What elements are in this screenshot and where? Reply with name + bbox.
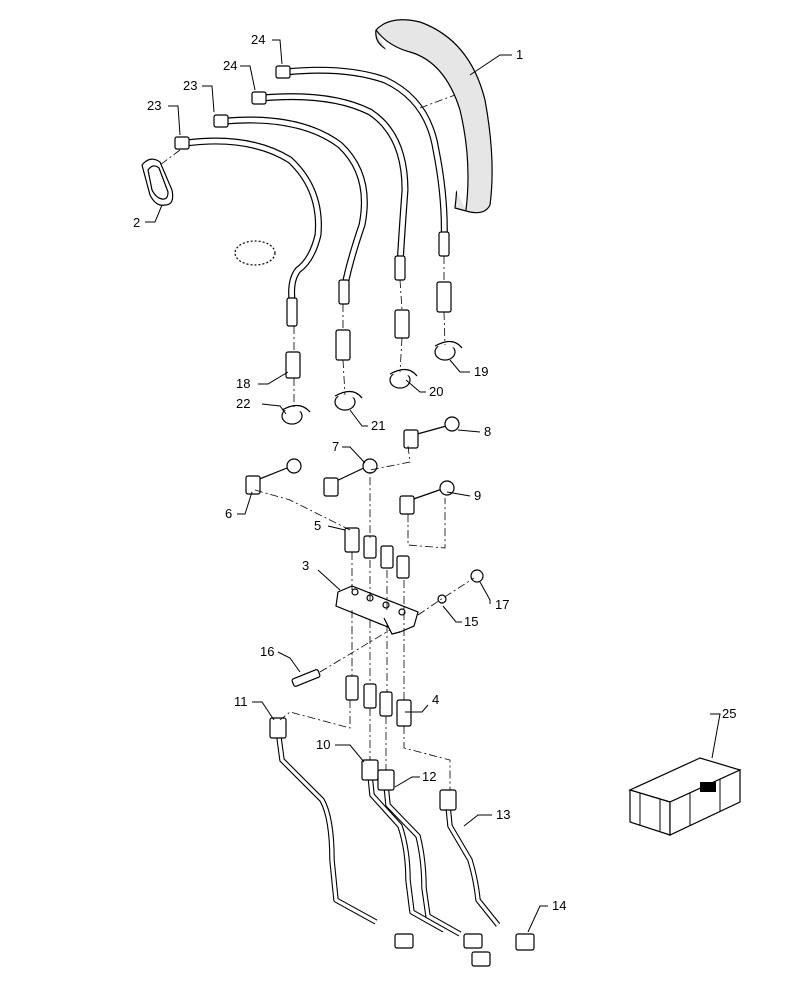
callout-13: 13 [496,807,510,822]
callout-10: 10 [316,737,330,752]
hose-24b [251,91,409,281]
callout-22: 22 [236,396,250,411]
band-part-2 [141,158,276,266]
elbow-fittings [394,933,535,967]
callout-14: 14 [552,898,566,913]
callout-24a: 24 [223,58,237,73]
callout-11: 11 [234,694,248,709]
hose-24a [275,65,450,257]
callout-5: 5 [314,518,321,533]
callout-labels: 1 2 3 4 5 6 7 8 9 10 11 12 13 14 15 16 1… [133,32,736,913]
callout-2: 2 [133,215,140,230]
callout-25: 25 [722,706,736,721]
callout-8: 8 [484,424,491,439]
tubes [269,717,501,937]
callout-23b: 23 [183,78,197,93]
guard-part-1 [375,19,493,214]
clips [281,340,463,425]
upper-adapters [344,527,410,579]
callout-3: 3 [302,558,309,573]
lower-adapters [345,675,412,727]
callout-21: 21 [371,418,385,433]
caps [245,416,460,515]
callout-24b: 24 [251,32,265,47]
crate-icon [628,757,742,836]
hardware [291,569,484,687]
callout-1: 1 [516,47,523,62]
mounting-plate-part-3 [335,585,419,635]
leader-lines [145,39,721,933]
callout-18: 18 [236,376,250,391]
callout-20: 20 [429,384,443,399]
hose-23b [213,114,368,305]
callout-15: 15 [464,614,478,629]
callout-4: 4 [432,692,439,707]
couplers [285,281,452,379]
callout-17: 17 [495,597,509,612]
callout-19: 19 [474,364,488,379]
hose-23a [174,136,322,327]
callout-16: 16 [260,644,274,659]
callout-7: 7 [332,439,339,454]
callout-23a: 23 [147,98,161,113]
center-lines [159,94,475,790]
callout-9: 9 [474,488,481,503]
callout-6: 6 [225,506,232,521]
callout-12: 12 [422,769,436,784]
